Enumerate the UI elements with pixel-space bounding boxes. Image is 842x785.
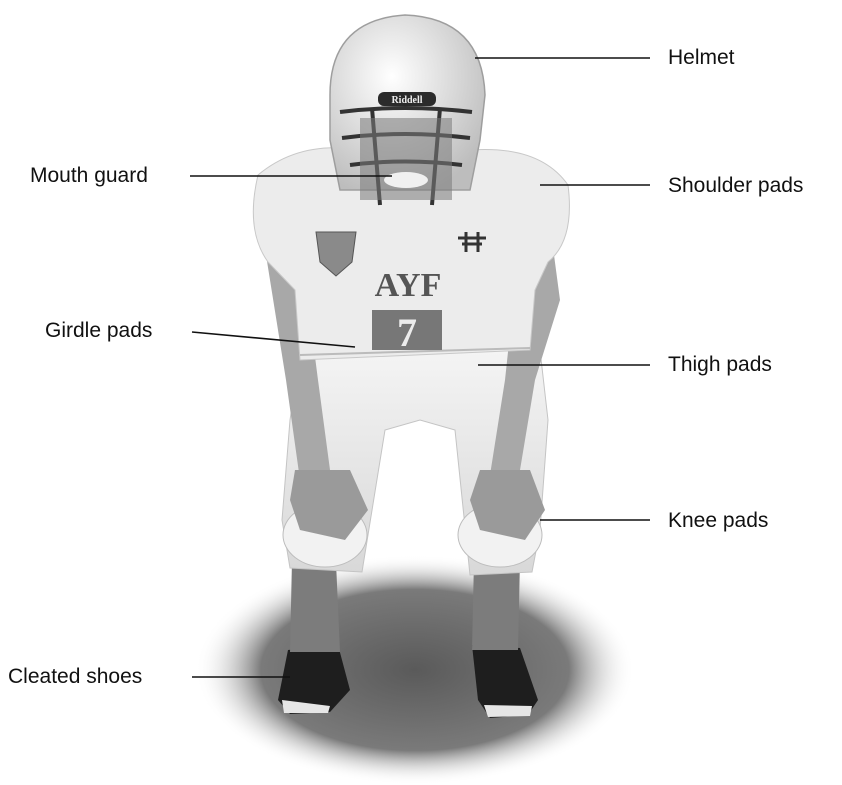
jersey-number: 7 <box>397 310 417 355</box>
label-cleated-shoes: Cleated shoes <box>8 666 142 687</box>
label-helmet: Helmet <box>668 47 735 68</box>
label-mouth-guard: Mouth guard <box>30 165 148 186</box>
mouth-guard <box>384 172 428 188</box>
label-knee-pads: Knee pads <box>668 510 768 531</box>
left-sock <box>290 560 340 652</box>
grass-patch <box>195 555 635 785</box>
helmet-brand-text: Riddell <box>391 95 422 106</box>
label-girdle-pads: Girdle pads <box>45 320 152 341</box>
jersey-team-text: AYF <box>375 267 442 304</box>
label-shoulder-pads: Shoulder pads <box>668 175 803 196</box>
label-thigh-pads: Thigh pads <box>668 354 772 375</box>
